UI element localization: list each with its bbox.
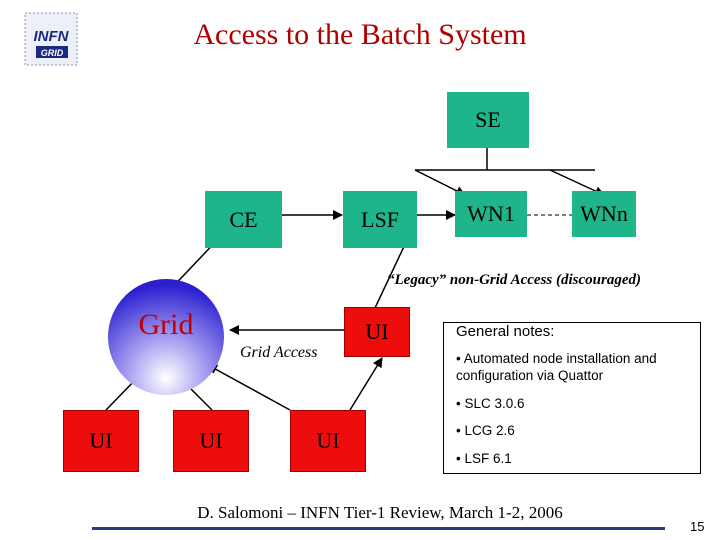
ce-label: CE [229, 206, 258, 232]
svg-text:INFN: INFN [34, 28, 70, 45]
ui-2-label: UI [199, 428, 223, 453]
infn-grid-logo: INFN GRID [22, 10, 80, 68]
notes-item: • SLC 3.0.6 [456, 396, 525, 411]
ui-1-label: UI [89, 428, 113, 453]
footer-divider [92, 527, 665, 530]
lsf-label: LSF [361, 206, 399, 232]
footer-text: D. Salomoni – INFN Tier-1 Review, March … [197, 503, 563, 522]
notes-item: configuration via Quattor [456, 368, 604, 383]
lsf-node: LSF [343, 191, 417, 248]
notes-item: • Automated node installation and [456, 351, 657, 366]
ce-node: CE [205, 191, 282, 248]
wnn-node: WNn [572, 191, 636, 237]
notes-item: • LSF 6.1 [456, 451, 512, 466]
slide-title: Access to the Batch System [193, 18, 527, 51]
wnn-label: WNn [580, 201, 628, 226]
se-node: SE [447, 92, 529, 148]
wn1-label: WN1 [467, 201, 515, 226]
notes-item: • LCG 2.6 [456, 423, 515, 438]
notes-heading: General notes: [456, 323, 555, 340]
svg-text:GRID: GRID [41, 48, 64, 58]
se-label: SE [475, 107, 501, 132]
ui-node-3: UI [290, 410, 366, 472]
general-notes-box: General notes: • Automated node installa… [443, 322, 701, 474]
grid-access-label: Grid Access [240, 344, 318, 361]
legacy-access-note: “Legacy” non-Grid Access (discouraged) [387, 272, 641, 288]
ui-node-2: UI [173, 410, 249, 472]
grid-circle [108, 279, 224, 395]
wn1-node: WN1 [455, 191, 527, 237]
ui-3-label: UI [316, 428, 340, 453]
page-number: 15 [690, 519, 705, 534]
ui-node-1: UI [63, 410, 139, 472]
ui-center-label: UI [365, 319, 389, 344]
grid-label: Grid [138, 308, 194, 341]
ui-center-node: UI [344, 307, 410, 357]
